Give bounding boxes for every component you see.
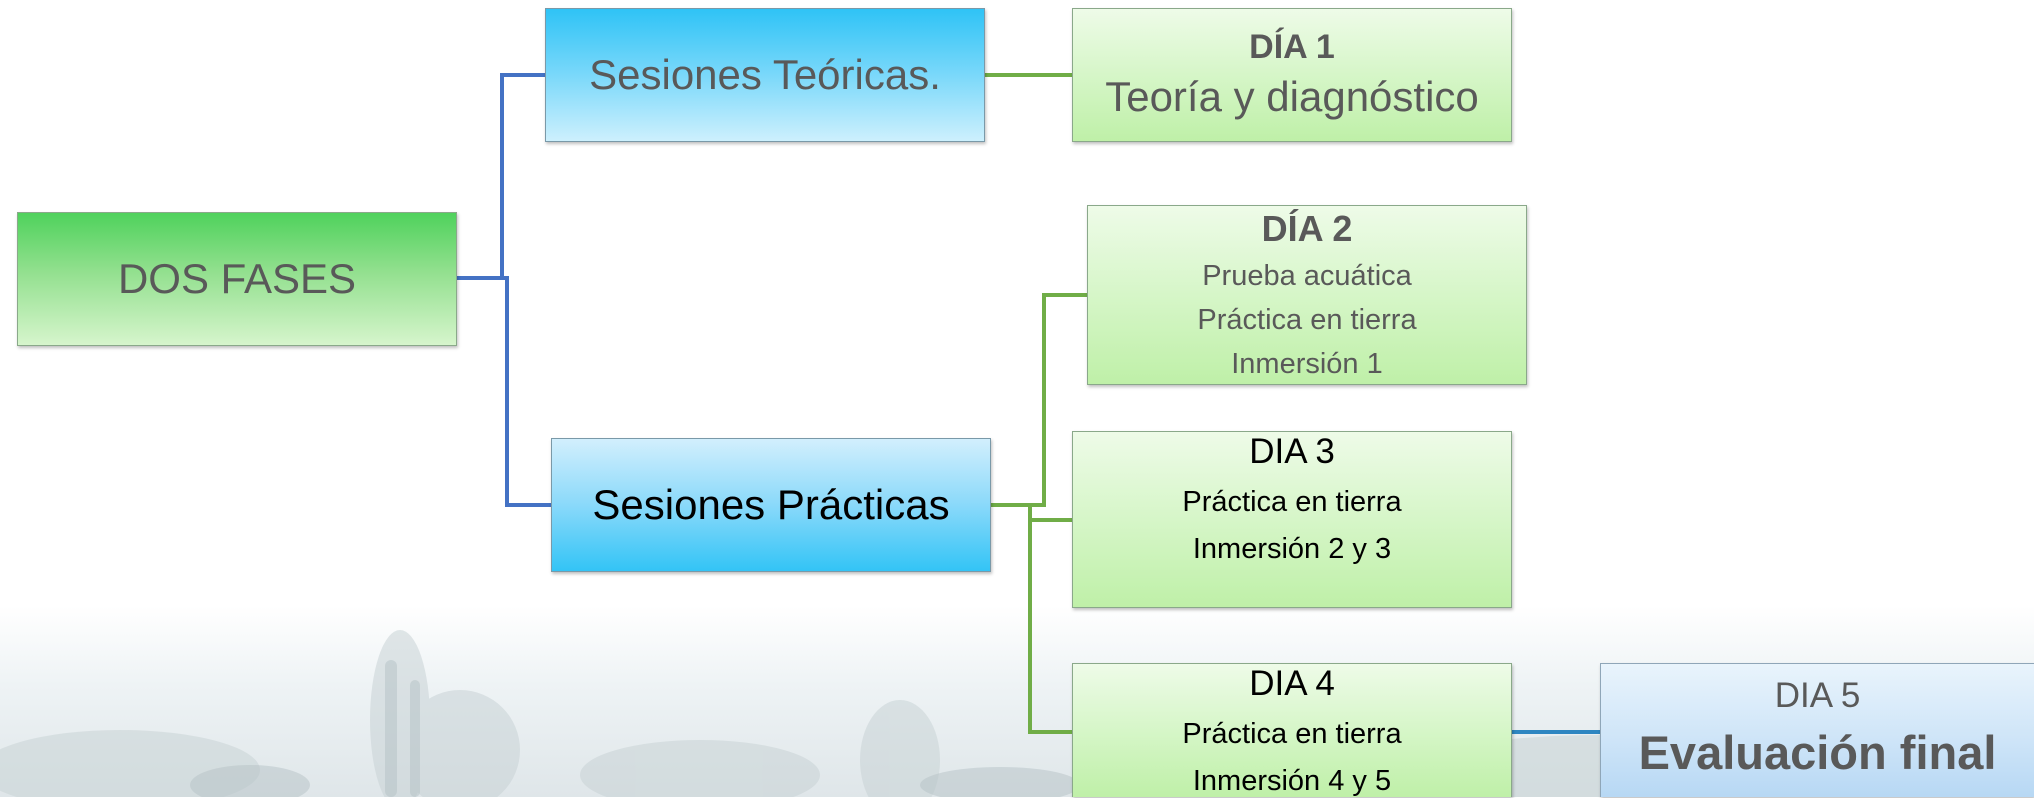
dia4-line-2: Inmersión 4 y 5 xyxy=(1192,764,1392,797)
day-node-dia4: DIA 4 Práctica en tierra Inmersión 4 y 5 xyxy=(1072,663,1512,797)
phase-practicas-label: Sesiones Prácticas xyxy=(592,480,950,528)
day-node-dia1: DÍA 1 Teoría y diagnóstico xyxy=(1072,8,1512,142)
dia4-line-1: Práctica en tierra xyxy=(1182,718,1402,751)
dia1-line-1: Teoría y diagnóstico xyxy=(1105,73,1479,121)
dia5-line-1: Evaluación final xyxy=(1638,726,1997,780)
dia1-title: DÍA 1 xyxy=(1249,28,1335,67)
dia4-title: DIA 4 xyxy=(1249,664,1335,703)
phase-node-practicas: Sesiones Prácticas xyxy=(551,438,991,572)
dia2-line-2: Práctica en tierra xyxy=(1197,304,1417,337)
day-node-dia2: DÍA 2 Prueba acuática Práctica en tierra… xyxy=(1087,205,1527,385)
dia2-title: DÍA 2 xyxy=(1261,208,1353,250)
phase-node-teoricas: Sesiones Teóricas. xyxy=(545,8,985,142)
dia2-line-1: Prueba acuática xyxy=(1202,259,1412,292)
root-node-dos-fases: DOS FASES xyxy=(17,212,457,346)
connector-root-teoricas xyxy=(456,73,545,280)
dia3-title: DIA 3 xyxy=(1249,432,1335,471)
connector-root-practicas xyxy=(456,276,551,507)
day-node-dia5: DIA 5 Evaluación final xyxy=(1600,663,2034,797)
dia3-line-2: Inmersión 2 y 3 xyxy=(1192,532,1392,565)
dia3-line-1: Práctica en tierra xyxy=(1182,486,1402,519)
dia2-line-3: Inmersión 1 xyxy=(1231,348,1383,381)
day-node-dia3: DIA 3 Práctica en tierra Inmersión 2 y 3 xyxy=(1072,431,1512,608)
root-node-label: DOS FASES xyxy=(117,254,357,302)
dia5-title: DIA 5 xyxy=(1774,676,1861,715)
phase-teoricas-label: Sesiones Teóricas. xyxy=(589,50,941,98)
connector-practicas-dia4 xyxy=(990,503,1072,734)
